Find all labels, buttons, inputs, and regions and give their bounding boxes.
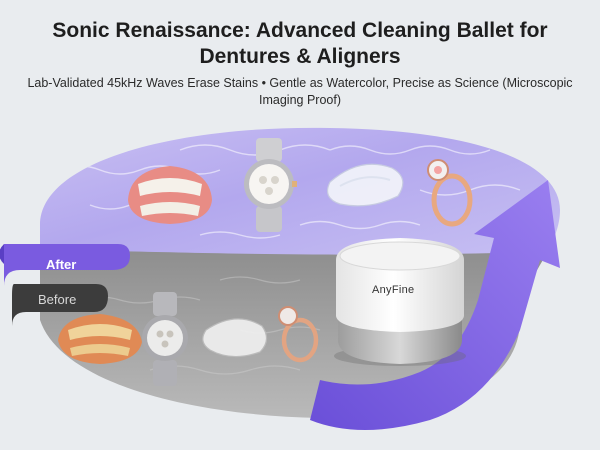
page-subtitle: Lab-Validated 45kHz Waves Erase Stains •… [27,76,573,107]
ring-icon [427,159,473,227]
page-title: Sonic Renaissance: Advanced Cleaning Bal… [52,19,548,68]
ring-icon [278,306,319,363]
aligner-icon [327,163,404,207]
watch-icon [142,292,188,386]
dentures-icon [128,166,212,224]
before-label: Before [38,292,77,307]
aligner-icon [202,318,268,358]
after-ribbon [0,244,130,286]
dentures-icon [58,314,142,364]
watch-icon [244,138,297,232]
after-label: After [46,257,77,272]
device-brand-label: AnyFine [372,284,415,296]
ultrasonic-cleaner-icon [334,238,466,366]
before-ribbon [12,284,108,326]
up-arrow-icon [310,180,560,430]
